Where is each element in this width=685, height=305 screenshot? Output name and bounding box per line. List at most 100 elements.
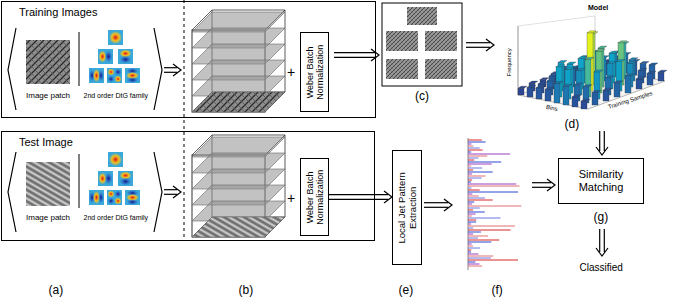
histogram-bin	[468, 216, 472, 217]
arrow-shaft	[329, 199, 388, 200]
histogram-bin	[468, 218, 500, 219]
double-arrow	[596, 131, 608, 155]
double-arrow	[532, 179, 555, 191]
histogram-bin	[468, 262, 475, 263]
histogram-bin	[468, 146, 473, 147]
histogram-bin	[468, 174, 472, 175]
thumbnail	[425, 31, 457, 51]
histogram-bin	[468, 168, 482, 169]
histogram-bin	[468, 232, 481, 233]
part-label: (e)	[399, 284, 414, 297]
histogram-bin	[468, 244, 472, 245]
arrow-head	[486, 39, 494, 51]
histogram-bin	[468, 210, 473, 211]
double-arrow	[596, 229, 608, 256]
arrow-shaft	[532, 187, 551, 188]
bar	[545, 87, 554, 101]
double-arrow	[424, 199, 452, 211]
process-box: Local Jet Pattern Extraction	[392, 150, 422, 265]
axis-label: Frequency	[506, 48, 513, 76]
arrow-head	[596, 248, 608, 256]
box-label: Similarity Matching	[562, 168, 640, 193]
arrow-shaft	[532, 182, 551, 183]
histogram-bin	[468, 150, 483, 151]
histogram-bin	[468, 158, 478, 159]
histogram-bin	[468, 194, 472, 195]
arrow-shaft	[329, 194, 388, 195]
arrow-shaft	[334, 52, 375, 53]
histogram-bin	[468, 200, 493, 201]
arrow-shaft	[334, 57, 375, 58]
angle-bracket	[154, 152, 162, 232]
bar	[563, 84, 572, 105]
histogram-bin	[468, 142, 486, 143]
image-patch	[26, 40, 70, 84]
histogram-bin	[468, 266, 482, 267]
histogram-bin	[468, 226, 515, 227]
histogram-bin	[468, 224, 471, 225]
bar	[614, 81, 623, 97]
edge-arrow	[329, 191, 392, 203]
dtg-filter	[107, 190, 122, 205]
caption-text: 2nd order DtG family	[84, 92, 149, 100]
filter-response-stack	[192, 10, 285, 112]
chart-title: Model	[588, 4, 608, 12]
arrow-head	[547, 179, 555, 191]
part-label: (f)	[492, 284, 503, 297]
histogram-bin	[468, 212, 485, 213]
histogram-bin	[468, 148, 480, 149]
dtg-filter	[125, 68, 140, 83]
dtg-filter	[125, 190, 140, 205]
dtg-filter	[107, 68, 122, 83]
histogram-bin	[468, 154, 510, 155]
part-label: (c)	[415, 90, 429, 103]
bar	[647, 71, 656, 85]
arrow-shaft	[164, 67, 177, 68]
bar	[527, 85, 536, 97]
bar	[625, 74, 634, 93]
histogram-bin	[468, 184, 516, 185]
arrow-shaft	[599, 229, 600, 252]
bar	[554, 81, 563, 103]
panel-heading: Training Images	[19, 6, 97, 19]
histogram-bin	[468, 242, 491, 243]
histogram-bin	[468, 160, 474, 161]
arrow-head	[371, 49, 379, 61]
dtg-filter	[98, 171, 113, 186]
sample-box	[382, 3, 462, 86]
histogram-bin	[468, 190, 480, 191]
histogram-bin	[468, 258, 491, 259]
histogram-bin	[468, 140, 482, 141]
bar	[636, 77, 645, 89]
image-patch	[26, 162, 70, 206]
histogram-bin	[468, 220, 476, 221]
arrow-head	[444, 199, 452, 211]
arrow-shaft	[164, 194, 177, 195]
dtg-filter	[89, 190, 104, 205]
histogram-bin	[468, 202, 474, 203]
histogram-bin	[468, 196, 479, 197]
thumbnail	[386, 31, 418, 51]
dtg-filter	[98, 49, 113, 64]
box-label: Weber Batch Normalization	[304, 36, 325, 108]
histogram-bin	[468, 176, 486, 177]
histogram-bin	[468, 208, 480, 209]
process-box: Weber Batch Normalization	[300, 158, 329, 236]
arrow-shaft	[466, 42, 490, 43]
plus-sign: +	[287, 191, 295, 206]
divider	[79, 32, 80, 86]
part-label: (d)	[565, 118, 580, 131]
panel-heading: Test Image	[19, 136, 73, 149]
histogram-bin	[468, 252, 471, 253]
histogram-bin	[468, 170, 473, 171]
histogram-bin	[468, 182, 471, 183]
dashed-divider	[184, 0, 185, 241]
arrow-shaft	[599, 131, 600, 151]
histogram-bin	[468, 192, 518, 193]
histogram-bin	[468, 204, 472, 205]
box-label: Weber Batch Normalization	[304, 162, 325, 232]
dtg-filter	[108, 30, 123, 45]
histogram-bin	[468, 228, 473, 229]
panel-frame: Training ImagesWeber Batch Normalization	[1, 1, 376, 118]
